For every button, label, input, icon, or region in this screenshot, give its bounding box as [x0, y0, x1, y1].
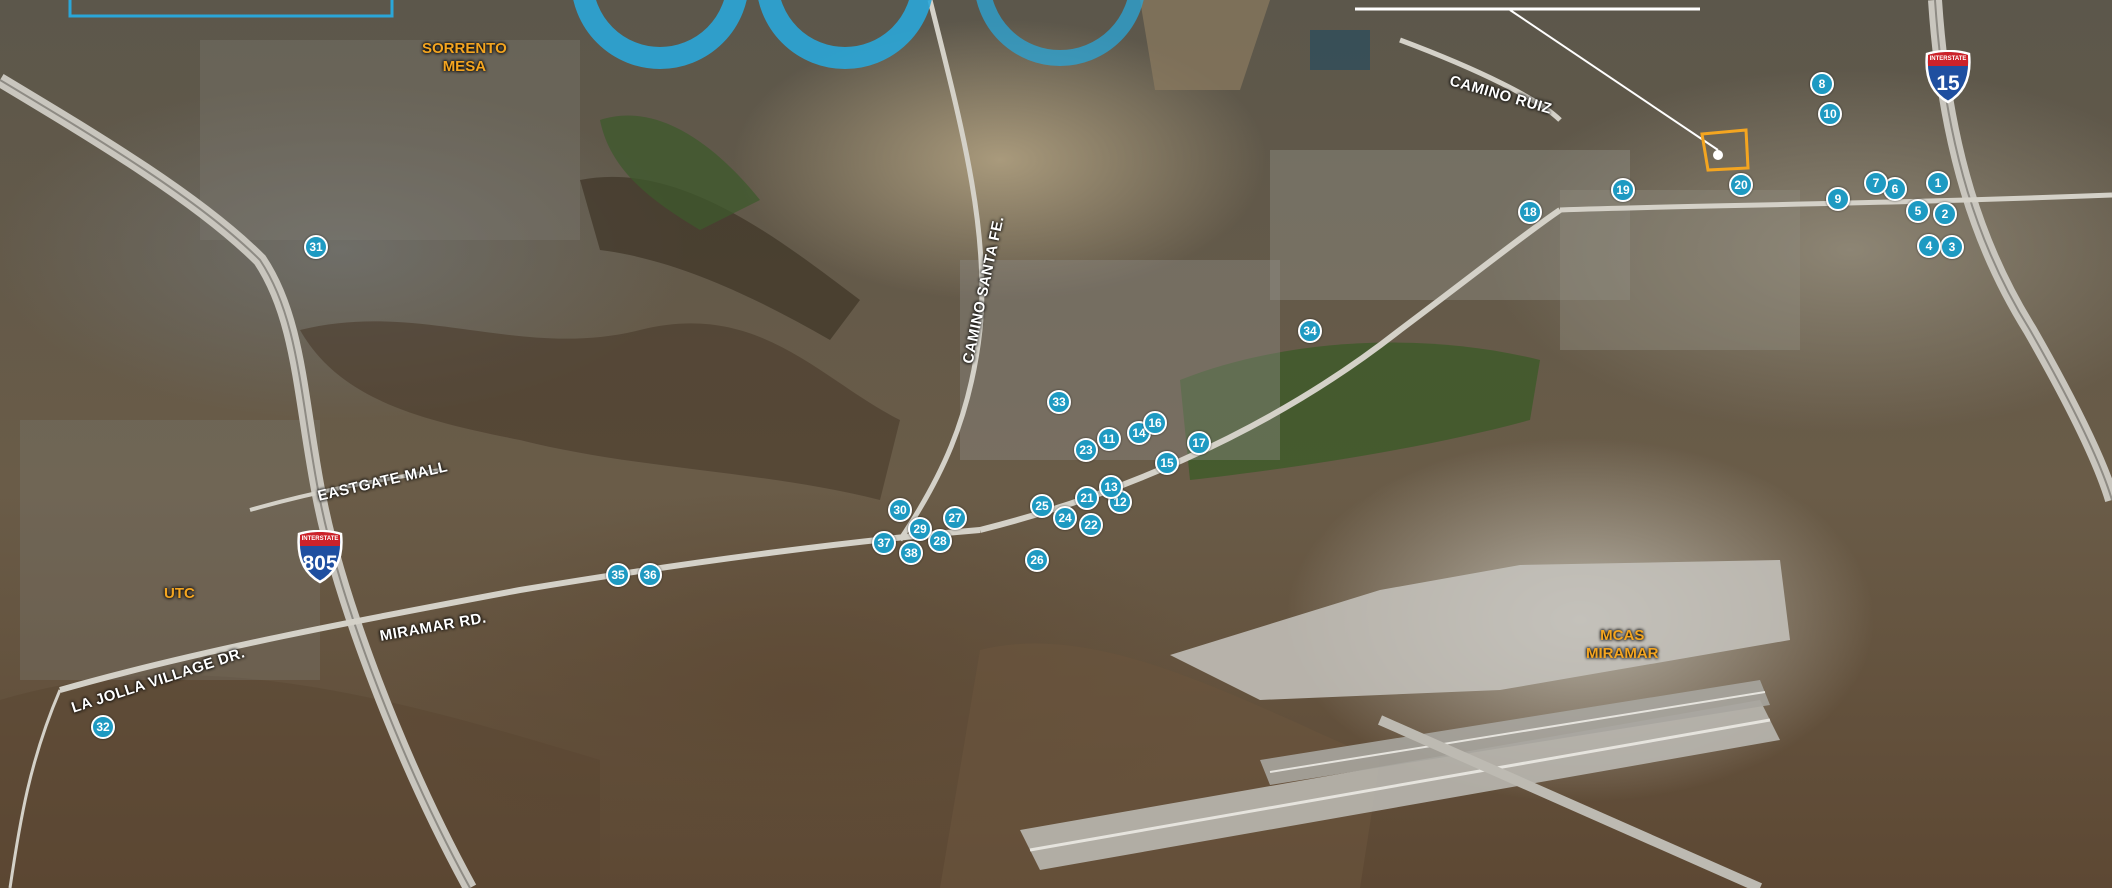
shield-shape-icon: [297, 529, 343, 584]
interstate-805-shield-icon: INTERSTATE 805: [296, 529, 344, 584]
area-label-utc: UTC: [164, 585, 195, 603]
location-marker-15[interactable]: 15: [1155, 451, 1179, 475]
shield-number: 805: [302, 552, 338, 575]
location-marker-25[interactable]: 25: [1030, 494, 1054, 518]
interstate-15-shield-icon: INTERSTATE 15: [1924, 49, 1972, 104]
location-marker-7[interactable]: 7: [1864, 171, 1888, 195]
location-marker-9[interactable]: 9: [1826, 187, 1850, 211]
area-label-line: MCAS: [1600, 627, 1645, 644]
location-marker-3[interactable]: 3: [1940, 235, 1964, 259]
location-marker-8[interactable]: 8: [1810, 72, 1834, 96]
location-marker-4[interactable]: 4: [1917, 234, 1941, 258]
location-marker-37[interactable]: 37: [872, 531, 896, 555]
shield-top-text: INTERSTATE: [301, 536, 339, 542]
area-label-line: MESA: [442, 58, 487, 75]
location-marker-1[interactable]: 1: [1926, 171, 1950, 195]
location-marker-36[interactable]: 36: [638, 563, 662, 587]
shield-top-text: INTERSTATE: [1929, 56, 1967, 62]
location-marker-18[interactable]: 18: [1518, 200, 1542, 224]
location-marker-31[interactable]: 31: [304, 235, 328, 259]
location-marker-32[interactable]: 32: [91, 715, 115, 739]
location-marker-16[interactable]: 16: [1143, 411, 1167, 435]
location-marker-23[interactable]: 23: [1074, 438, 1098, 462]
location-marker-2[interactable]: 2: [1933, 202, 1957, 226]
location-marker-28[interactable]: 28: [928, 529, 952, 553]
area-label-line: MIRAMAR: [1586, 645, 1659, 662]
area-label-sorrento-mesa: SORRENTO MESA: [422, 40, 507, 76]
area-label-mcas-miramar: MCAS MIRAMAR: [1586, 627, 1659, 663]
location-marker-29[interactable]: 29: [908, 517, 932, 541]
location-marker-24[interactable]: 24: [1053, 506, 1077, 530]
shield-shape-icon: [1925, 49, 1971, 104]
location-marker-30[interactable]: 30: [888, 498, 912, 522]
location-marker-35[interactable]: 35: [606, 563, 630, 587]
location-marker-26[interactable]: 26: [1025, 548, 1049, 572]
location-marker-19[interactable]: 19: [1611, 178, 1635, 202]
location-marker-5[interactable]: 5: [1906, 199, 1930, 223]
shield-number: 15: [1936, 72, 1960, 95]
location-marker-11[interactable]: 11: [1097, 427, 1121, 451]
location-marker-22[interactable]: 22: [1079, 513, 1103, 537]
area-label-line: SORRENTO: [422, 40, 507, 57]
area-label-line: UTC: [164, 585, 195, 602]
location-marker-33[interactable]: 33: [1047, 390, 1071, 414]
location-marker-13[interactable]: 13: [1099, 475, 1123, 499]
location-marker-38[interactable]: 38: [899, 541, 923, 565]
location-marker-34[interactable]: 34: [1298, 319, 1322, 343]
location-marker-21[interactable]: 21: [1075, 486, 1099, 510]
location-marker-27[interactable]: 27: [943, 506, 967, 530]
location-marker-20[interactable]: 20: [1729, 173, 1753, 197]
location-marker-17[interactable]: 17: [1187, 431, 1211, 455]
location-marker-10[interactable]: 10: [1818, 102, 1842, 126]
